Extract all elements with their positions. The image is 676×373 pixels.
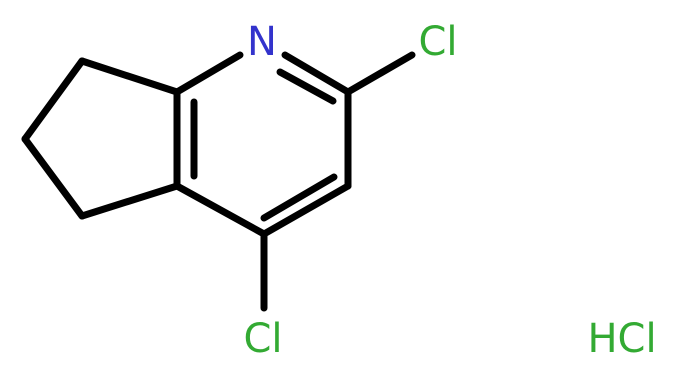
atom-n1-label: N [247,19,277,65]
bond-c3-c4-double [260,173,338,222]
bond-c2-cl [344,51,416,96]
bond-c6-c5 [21,135,86,220]
bond-c5-c4a [78,182,181,220]
bond-n1-c2-double [276,68,337,105]
bond-c7a-c7 [78,57,181,96]
bond-n1-c2 [281,51,352,96]
bond-c7-c6 [21,57,86,143]
bonds [21,51,416,312]
atom-cl4-label: Cl [243,316,282,362]
salt-label: HCl [587,316,656,362]
bond-c4-c4a [173,182,268,238]
atom-cl2-label: Cl [418,19,457,65]
bond-c3-c4 [260,182,352,238]
bond-c7a-n1 [173,51,244,96]
